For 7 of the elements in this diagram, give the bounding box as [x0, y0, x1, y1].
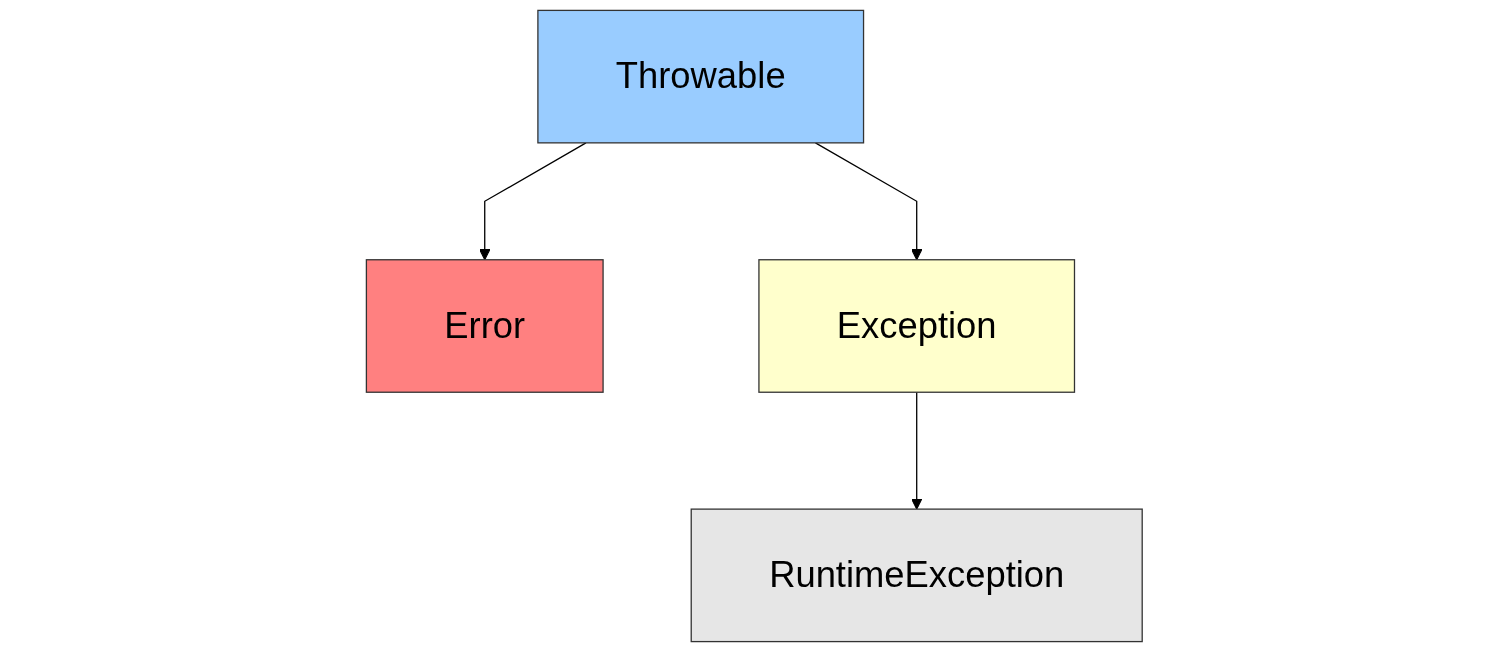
arrow [911, 391, 923, 510]
arrow [479, 142, 587, 261]
node-box: Exception [758, 259, 1076, 393]
node-box: Error [365, 259, 604, 393]
node-box: Throwable [537, 9, 865, 144]
node-box: RuntimeException [690, 508, 1144, 643]
arrow [815, 142, 923, 261]
